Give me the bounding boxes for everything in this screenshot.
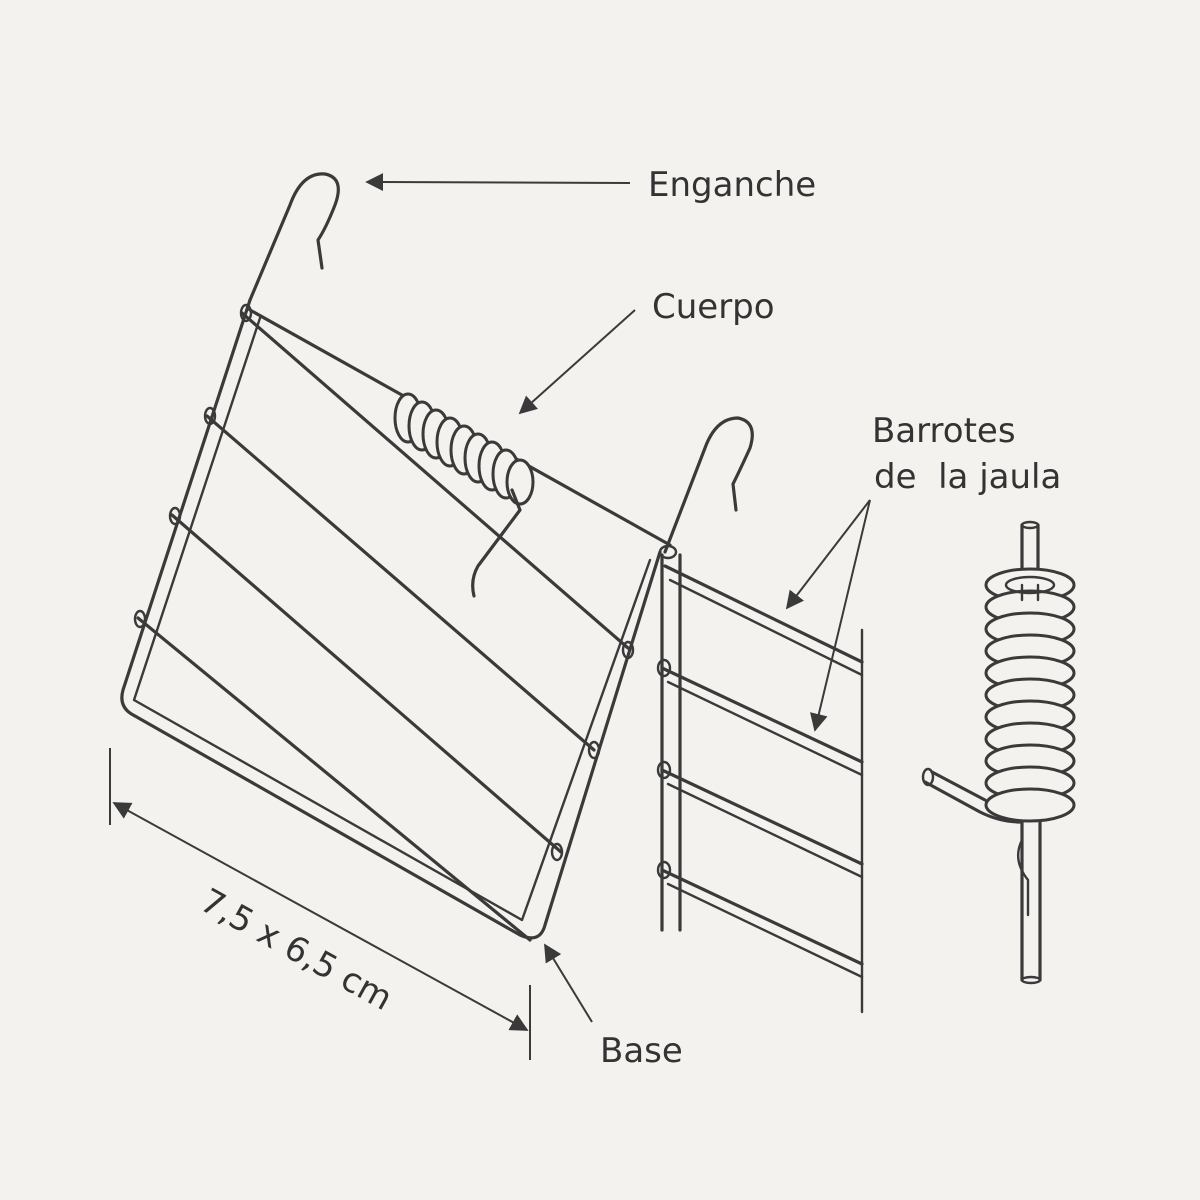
label-bars-line2: de la jaula: [874, 457, 1061, 497]
crossbar-3: [170, 513, 563, 854]
label-bars-line1: Barrotes: [872, 411, 1016, 451]
crossbar-cap-4: [133, 609, 147, 629]
hook-wire: [248, 172, 340, 302]
crossbar-1: [240, 311, 630, 650]
spring-coil: [393, 392, 535, 598]
cage-bar-1b: [668, 578, 864, 677]
cage-bar-2b: [666, 680, 864, 777]
crossbar-cap-7: [550, 842, 564, 862]
label-body: Cuerpo: [652, 287, 775, 327]
crossbar-cap-3: [168, 506, 182, 526]
bars-arrow-1: [785, 499, 871, 610]
frame-left-side: [120, 298, 662, 940]
label-base: Base: [600, 1031, 683, 1071]
crossbar-cap-2: [203, 406, 217, 426]
label-hook: Enganche: [648, 165, 816, 205]
dimension-arrow: [112, 802, 529, 1031]
crossbar-4: [136, 616, 532, 942]
label-dimension: 7,5 x 6,5 cm: [194, 881, 399, 1019]
cage-bars: [656, 416, 864, 1014]
cage-bar-4b: [666, 882, 864, 979]
crossbar-cap-6: [587, 740, 601, 760]
cage-joint: [658, 544, 678, 560]
detail-rod-bottom: [1020, 818, 1042, 982]
detail-rod-join: [1016, 838, 1030, 917]
body-arrow: [518, 309, 636, 415]
base-arrow: [544, 943, 593, 1023]
cage-hook: [663, 416, 754, 554]
cage-bar-3: [660, 768, 864, 866]
crossbar-2: [205, 414, 596, 752]
cage-bar-1: [663, 564, 864, 664]
callout-arrows: [365, 173, 871, 1023]
cage-bar-3b: [666, 782, 864, 879]
bars-arrow-2: [810, 499, 871, 732]
dimension-markers: [109, 748, 531, 1060]
cage-bar-2: [660, 666, 864, 764]
spring-detail: [921, 520, 1076, 985]
feeder-frame: [120, 172, 672, 942]
cage-bar-4: [660, 868, 864, 966]
spring-leg: [471, 488, 522, 598]
detail-side-wire: [923, 770, 1022, 824]
hook-arrow: [365, 173, 631, 192]
crossbar-cap-1: [239, 303, 253, 323]
crossbar-cap-5: [621, 640, 635, 660]
